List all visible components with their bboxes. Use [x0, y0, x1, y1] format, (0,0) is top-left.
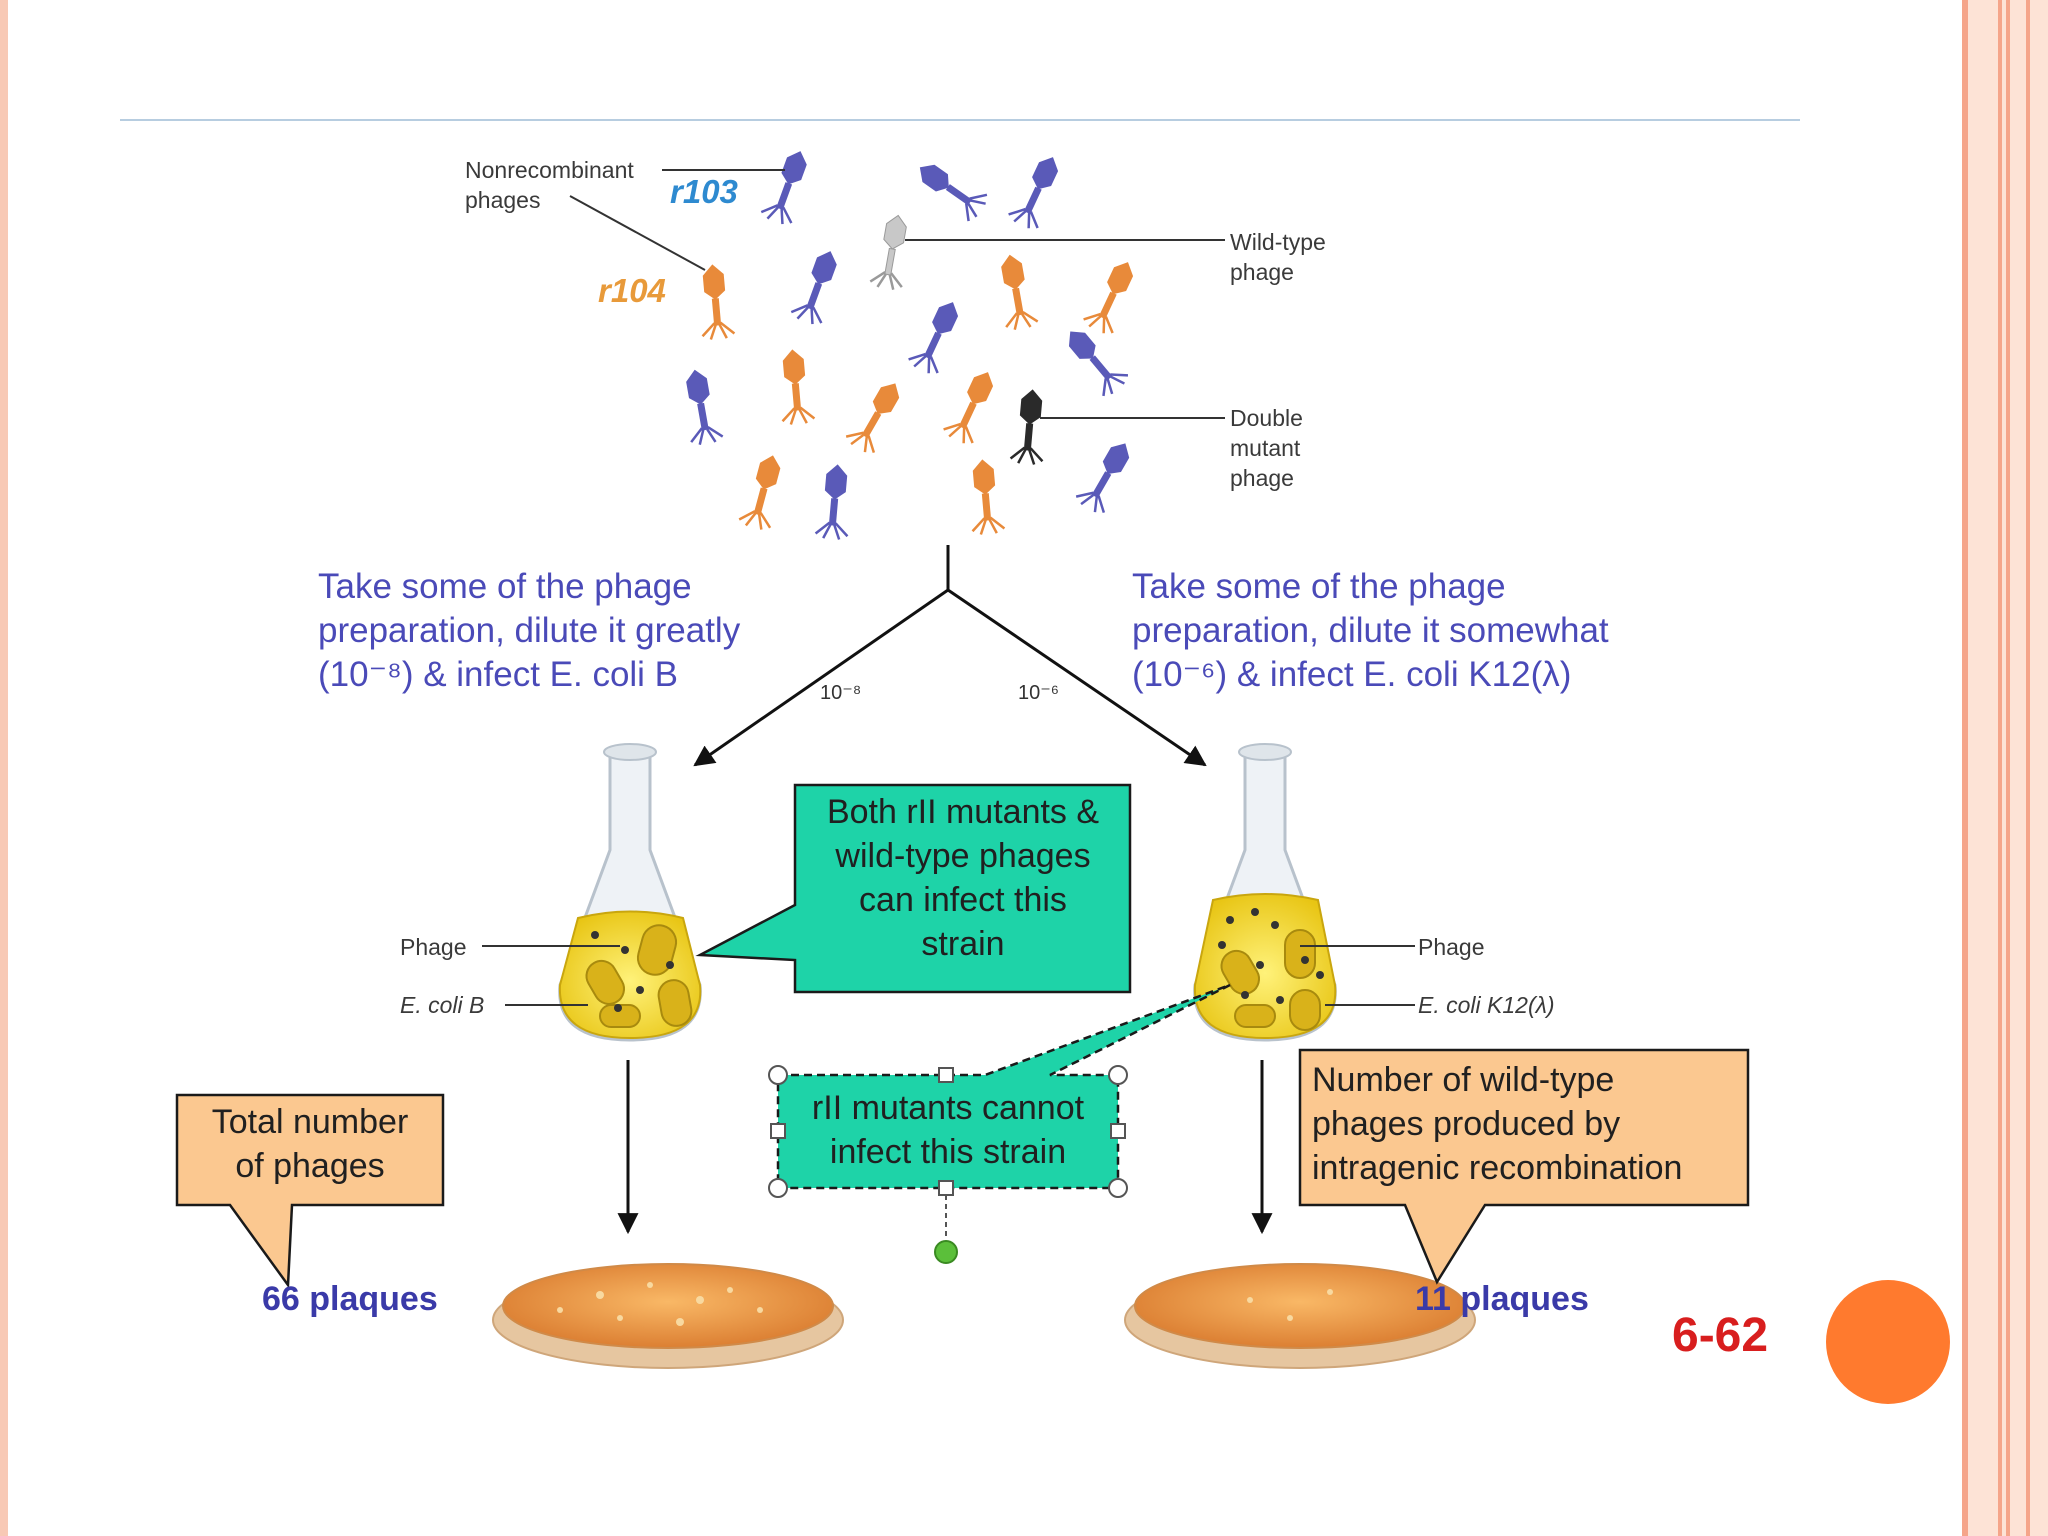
phage-blue-5: [905, 294, 969, 378]
right-flask-phage-label: Phage: [1418, 934, 1485, 960]
left-flask: [558, 743, 702, 1042]
phage-orange-3: [1080, 254, 1144, 338]
phage-orange-2: [992, 251, 1040, 333]
header-rule: [120, 119, 1800, 121]
plaques-right-count: 11 plaques: [1415, 1280, 1589, 1318]
petri-dish-left: [492, 1263, 844, 1369]
instruction-right: Take some of the phage preparation, dilu…: [1132, 567, 1609, 694]
slide-number: 6-62: [1672, 1309, 1769, 1362]
branch-arrow-left: [693, 588, 949, 767]
callout-both-shape: [695, 783, 1132, 994]
slide-border-line-2: [1998, 0, 2002, 1536]
dilution-left-label: 10⁻⁸: [820, 682, 862, 704]
phage-orange-5: [842, 374, 911, 458]
phage-orange-1: [695, 262, 737, 342]
callout-wildtype-text: Number of wild-type phages produced by i…: [1312, 1061, 1683, 1187]
slide-border-line-4: [2026, 0, 2030, 1536]
slide-border-line-1: [1962, 0, 1968, 1536]
callout-total-shape: [175, 1093, 445, 1289]
right-flask-ecoli-label: E. coli K12(λ): [1418, 992, 1555, 1018]
phage-orange-4: [775, 347, 817, 427]
phage-blue-2: [909, 153, 992, 225]
selection-handles: [768, 1065, 1128, 1264]
instruction-left: Take some of the phage preparation, dilu…: [318, 567, 741, 694]
phage-blue-1: [758, 145, 817, 229]
phage-cluster: [677, 145, 1144, 542]
phage-blue-9: [1072, 434, 1141, 518]
phage-blue-3: [1005, 149, 1069, 233]
phage-blue-6: [1057, 320, 1132, 401]
petri-dish-right: [1124, 1263, 1476, 1369]
plaques-left-count: 66 plaques: [262, 1280, 438, 1318]
phage-orange-8: [965, 457, 1007, 537]
phage-blue-4: [788, 245, 847, 329]
label-r104: r104: [598, 272, 666, 309]
dilution-right-label: 10⁻⁶: [1018, 682, 1060, 704]
phage-wild-type: [868, 211, 916, 293]
callout-total-text: Total number of phages: [211, 1103, 409, 1185]
label-nonrecombinant: Nonrecombinant phages: [465, 157, 634, 213]
label-double-mutant-phage: Double mutant phage: [1230, 405, 1303, 491]
left-flask-phage-label: Phage: [400, 934, 467, 960]
leader-nonrecombinant-2: [569, 195, 706, 271]
decor-orange-circle: [1826, 1280, 1950, 1404]
phage-blue-7: [677, 366, 725, 448]
phage-double-mutant: [1008, 387, 1050, 467]
right-flask: [1193, 743, 1337, 1042]
label-wild-type-phage: Wild-type phage: [1230, 229, 1326, 285]
slide-border-line-3: [2006, 0, 2010, 1536]
callout-both-text: Both rII mutants & wild-type phages can …: [826, 793, 1100, 963]
phage-blue-8: [813, 462, 855, 542]
slide-border-left: [0, 0, 8, 1536]
callout-wildtype-shape: [1298, 1048, 1750, 1285]
label-r103: r103: [670, 173, 738, 210]
slide-border-outer: [1962, 0, 2048, 1536]
phage-orange-7: [736, 450, 790, 533]
callout-rii-text[interactable]: rII mutants cannot infect this strain: [811, 1089, 1085, 1171]
branch-arrow-right: [947, 588, 1207, 767]
left-flask-ecoli-label: E. coli B: [400, 992, 485, 1018]
phage-orange-6: [940, 364, 1004, 448]
